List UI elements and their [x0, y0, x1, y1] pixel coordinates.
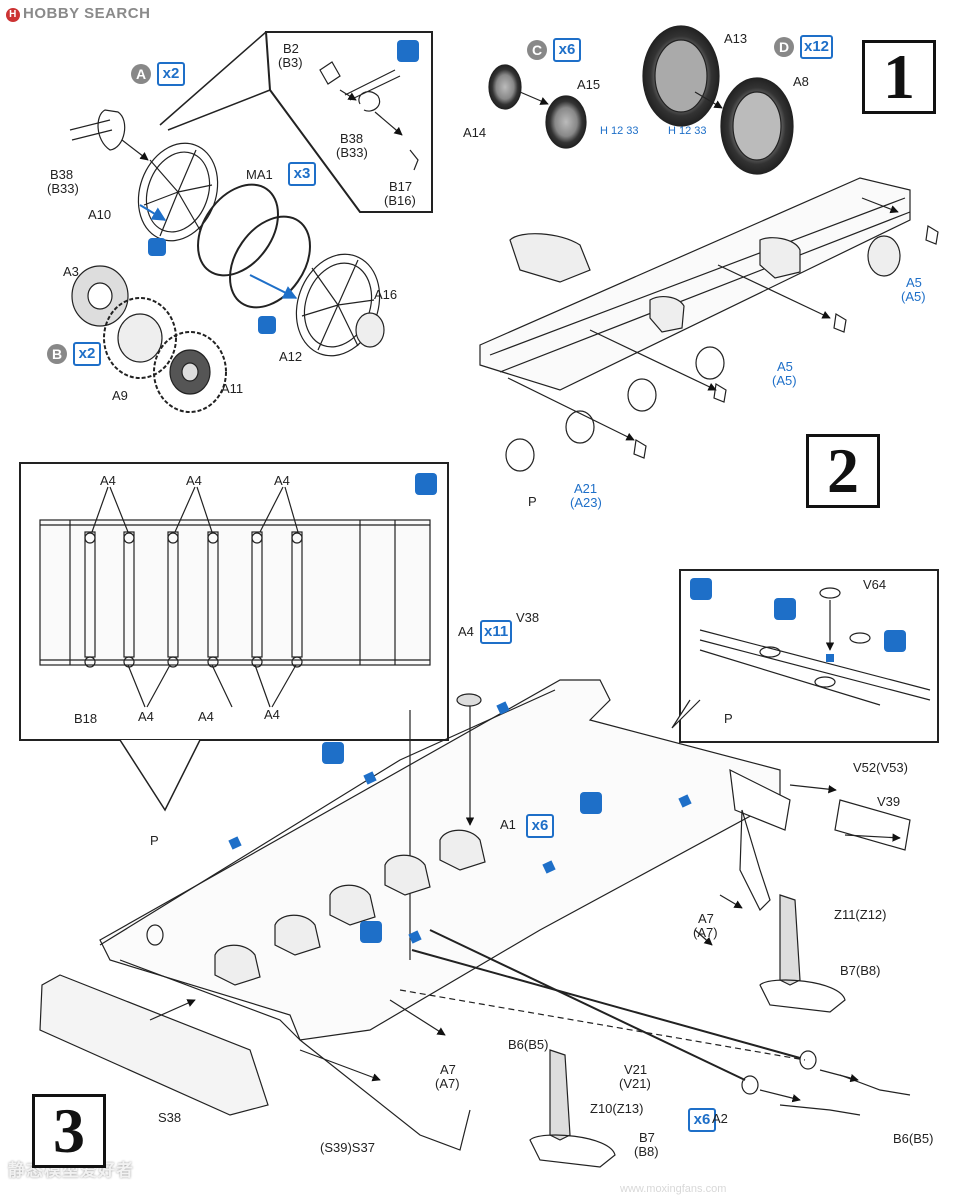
part-label-a7-left-alt: (A7): [435, 1076, 460, 1091]
part-label-a13: A13: [724, 31, 748, 46]
subassembly-c-badge: C: [527, 40, 547, 60]
part-label-a16: A16: [374, 287, 398, 302]
part-label-a7-right: A7: [698, 911, 714, 926]
a2-qty: x6: [688, 1108, 716, 1132]
glue-icon: [397, 40, 419, 62]
part-label-v64: V64: [863, 577, 887, 592]
part-label-a5-mid: A5: [777, 359, 793, 374]
part-label-b3: (B3): [278, 55, 303, 70]
part-label-a12: A12: [279, 349, 303, 364]
part-label-a23: (A23): [570, 495, 602, 510]
part-label-b8-left: (B8): [634, 1144, 659, 1159]
part-label-a15: A15: [577, 77, 601, 92]
url-watermark: www.moxingfans.com: [620, 1183, 727, 1195]
part-label-b7-right: B7(B8): [840, 963, 881, 978]
part-label-a4-top-3: A4: [274, 473, 290, 488]
part-label-v21: V21: [624, 1062, 648, 1077]
stripe-pattern-icon: [322, 742, 344, 764]
part-label-a1: A1: [500, 817, 516, 832]
part-label-a5-top: A5: [906, 275, 922, 290]
part-label-a21: A21: [574, 481, 598, 496]
part-label-a8: A8: [793, 74, 809, 89]
part-label-b16: (B16): [384, 193, 416, 208]
part-label-a3: A3: [63, 264, 79, 279]
part-label-s38: S38: [158, 1110, 182, 1125]
part-label-v39: V39: [877, 794, 901, 809]
ma1-qty: x3: [288, 162, 316, 186]
part-label-a4-bottom-2: A4: [198, 709, 214, 724]
subassembly-a-qty: x2: [157, 62, 185, 86]
paint-icon: [258, 316, 276, 334]
logo-icon: H: [6, 8, 20, 22]
part-label-a9: A9: [112, 388, 128, 403]
part-label-a4-bottom-3: A4: [264, 707, 280, 722]
part-label-b7-left: B7: [639, 1130, 655, 1145]
part-label-a11: A11: [221, 381, 244, 396]
part-label-v21-alt: (V21): [619, 1076, 651, 1091]
glue-icon: [415, 473, 437, 495]
subassembly-b-badge: B: [47, 344, 67, 364]
part-label-z10: Z10(Z13): [590, 1101, 644, 1116]
part-label-b18: B18: [74, 711, 98, 726]
step-1-box: 1: [862, 40, 936, 114]
part-label-p-inset: P: [724, 711, 733, 726]
part-label-b6-right: B6(B5): [893, 1131, 934, 1146]
part-label-s37: (S39)S37: [320, 1140, 375, 1155]
part-label-a7-left: A7: [440, 1062, 456, 1077]
part-label-a2: A2: [712, 1111, 728, 1126]
stripe-pattern-icon: [774, 598, 796, 620]
part-label-ma1: MA1: [246, 167, 273, 182]
a13-color-tag: H 12 33: [668, 125, 707, 137]
a4-qty: x11: [480, 620, 513, 644]
glue-icon: [690, 578, 712, 600]
part-label-b33-top: (B33): [336, 145, 368, 160]
part-label-b38-top: B38: [340, 131, 364, 146]
step-3-box: 3: [32, 1094, 106, 1168]
part-label-b2: B2: [283, 41, 299, 56]
part-label-z11: Z11(Z12): [834, 907, 887, 922]
part-label-b6-mid: B6(B5): [508, 1037, 549, 1052]
part-label-p-main: P: [150, 833, 159, 848]
subassembly-b-qty: x2: [73, 342, 101, 366]
part-label-a7-right-alt: (A7): [693, 925, 718, 940]
part-label-a4-main: A4: [458, 624, 474, 639]
subassembly-d-badge: D: [774, 37, 794, 57]
part-label-b33-left: (B33): [47, 181, 79, 196]
paint-icon: [148, 238, 166, 256]
part-label-a4-bottom-1: A4: [138, 709, 154, 724]
detail-inset-frame: [679, 569, 939, 743]
callout-box-step1: [264, 31, 433, 213]
part-label-p-step2: P: [528, 494, 537, 509]
part-label-a5-top-alt: (A5): [901, 289, 926, 304]
part-label-a14: A14: [463, 125, 487, 140]
drill-icon: [884, 630, 906, 652]
part-label-a4-top-1: A4: [100, 473, 116, 488]
part-label-a10: A10: [88, 207, 112, 222]
a1-qty: x6: [526, 814, 554, 838]
step-2-box: 2: [806, 434, 880, 508]
part-label-b38-left: B38: [50, 167, 74, 182]
part-label-a5-mid-alt: (A5): [772, 373, 797, 388]
part-label-v52: V52(V53): [853, 760, 908, 775]
part-label-b17: B17: [389, 179, 413, 194]
subassembly-c-qty: x6: [553, 38, 581, 62]
stripe-pattern-icon: [580, 792, 602, 814]
part-label-a4-top-2: A4: [186, 473, 202, 488]
subassembly-a-badge: A: [131, 64, 151, 84]
remove-icon: [360, 921, 382, 943]
part-label-v38: V38: [516, 610, 540, 625]
a15-color-tag: H 12 33: [600, 125, 639, 137]
subassembly-d-qty: x12: [800, 35, 834, 59]
brand-text: HOBBY SEARCH: [23, 5, 151, 22]
